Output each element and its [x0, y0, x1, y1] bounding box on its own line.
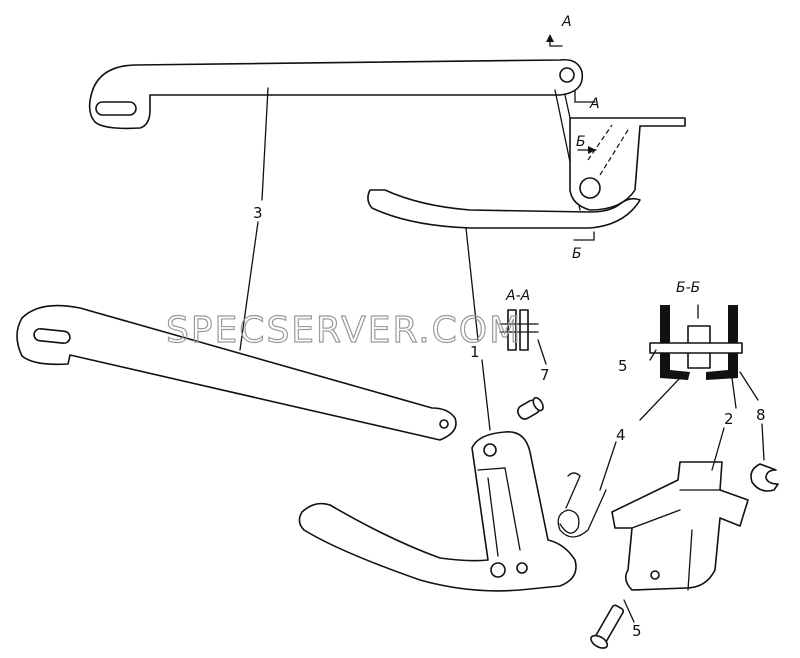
callout-2: 2 [724, 410, 734, 428]
pedal-pivot-bottom [490, 562, 506, 578]
callout-5-left: 5 [618, 357, 628, 375]
section-bb-title: Б-Б [676, 280, 700, 296]
callout-1: 1 [470, 343, 480, 361]
lever-slot-exploded [33, 327, 71, 345]
pin-part-7 [517, 396, 544, 420]
lever-pivot-hole [559, 67, 575, 83]
section-bb: Б-Б [649, 280, 743, 380]
spring-part-4 [557, 472, 607, 538]
callouts: 3 1 7 5 4 2 8 5 [253, 204, 766, 640]
clip-part-8 [750, 463, 779, 492]
watermark: SPECSERVER.COM [166, 310, 522, 351]
bracket-part-2 [611, 461, 749, 591]
long-lever-assembled [88, 58, 584, 130]
pedal-assembled [367, 189, 641, 229]
callout-4: 4 [616, 426, 626, 444]
bracket-pivot [579, 177, 601, 199]
exploded-view [16, 304, 779, 649]
lever-slot-top [95, 101, 137, 116]
assembled-view: А А Б Б [88, 14, 686, 262]
pin-part-5 [590, 604, 625, 649]
callout-3: 3 [253, 204, 263, 222]
section-aa: А-А [499, 288, 539, 351]
section-mark-a-top: А [561, 14, 572, 30]
lever-end-hole [439, 419, 449, 429]
section-mark-b-bottom: Б [572, 246, 582, 262]
leader-lines [239, 87, 765, 623]
callout-7: 7 [540, 366, 550, 384]
section-mark-a-side: А [589, 96, 600, 112]
pedal-exploded [298, 431, 577, 592]
section-mark-b-mid: Б [576, 134, 586, 150]
callout-8: 8 [756, 406, 766, 424]
callout-5-bottom: 5 [632, 622, 642, 640]
section-aa-title: А-А [505, 288, 530, 304]
pedal-pivot-top [483, 443, 497, 457]
long-lever-exploded [16, 304, 457, 441]
